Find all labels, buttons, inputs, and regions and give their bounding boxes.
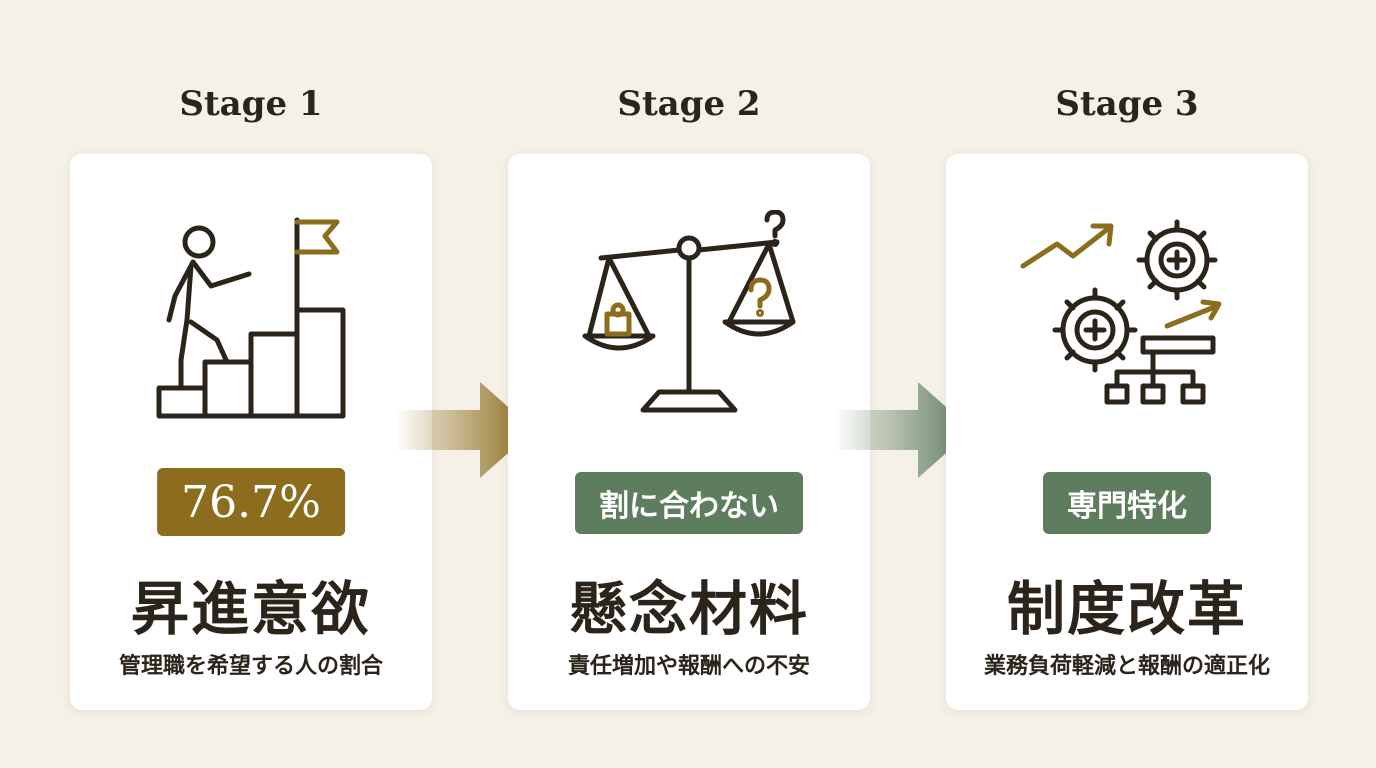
arrow-right-icon [396,382,534,478]
arrow-right-icon [834,382,972,478]
stage-2-badge: 割に合わない [575,472,803,534]
stage-3-title: 制度改革 [1006,575,1247,643]
stage-2-card: 割に合わない 懸念材料 責任増加や報酬への不安 [508,154,870,710]
stage-1-badge: 76.7% [157,468,345,536]
stage-1-title: 昇進意欲 [130,575,371,643]
stage-2-label: Stage 2 [617,84,761,124]
balance-scale-question-icon [582,210,796,413]
stage-1-label: Stage 1 [179,84,323,124]
stage-1-description: 管理職を希望する人の割合 [118,654,383,679]
gears-growth-org-icon [1020,219,1222,405]
stage-2-title: 懸念材料 [568,575,809,643]
stage-3-card: 専門特化 制度改革 業務負荷軽減と報酬の適正化 [946,154,1308,710]
stairs-climb-flag-icon [156,217,346,419]
stage-3-badge: 専門特化 [1043,472,1211,534]
stage-2-description: 責任増加や報酬への不安 [567,654,810,679]
stage-3-label: Stage 3 [1055,84,1199,124]
stage-3-description: 業務負荷軽減と報酬の適正化 [983,654,1270,679]
stage-1-card: 76.7% 昇進意欲 管理職を希望する人の割合 [70,154,432,710]
